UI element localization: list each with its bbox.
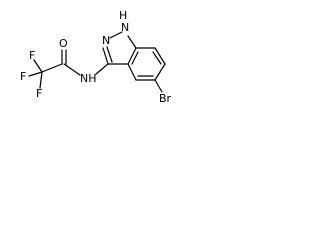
bond-carbonyl-nh <box>63 63 81 76</box>
atom-f2: F <box>20 70 26 83</box>
atom-nh-amide: NH <box>80 72 97 85</box>
bond-cf3-carbonyl <box>41 63 63 73</box>
bond-inner-c7-c6 <box>152 51 162 65</box>
bond-c6-c5 <box>154 63 166 81</box>
bond-c7-c6 <box>154 47 166 65</box>
bond-nh-c3 <box>95 63 109 75</box>
bond-n1-c7a <box>127 35 137 49</box>
atom-n1-h: H <box>119 9 127 22</box>
atom-f1: F <box>29 49 35 62</box>
bonds <box>28 31 166 93</box>
atom-labels: O F F F NH N H N Br <box>20 9 172 105</box>
atom-f3: F <box>36 87 42 100</box>
atom-n1: N <box>121 21 129 34</box>
bond-c3-n2-b <box>106 46 113 63</box>
bond-n2-n1 <box>109 31 123 39</box>
bond-cf3-f2 <box>28 71 43 77</box>
atom-n2: N <box>102 34 110 47</box>
atom-o: O <box>59 37 68 50</box>
bond-inner-c3a-c7a <box>131 51 139 65</box>
atom-br: Br <box>159 92 172 105</box>
bond-cf3-f1 <box>33 59 43 73</box>
bond-c4-c3a <box>127 63 137 81</box>
bond-c3a-c7a <box>127 47 137 65</box>
molecule-structure: O F F F NH N H N Br <box>20 9 172 105</box>
bond-cf3-f3 <box>39 71 43 89</box>
bond-c3-n2-a <box>102 47 109 65</box>
bond-c5-br <box>154 79 163 93</box>
